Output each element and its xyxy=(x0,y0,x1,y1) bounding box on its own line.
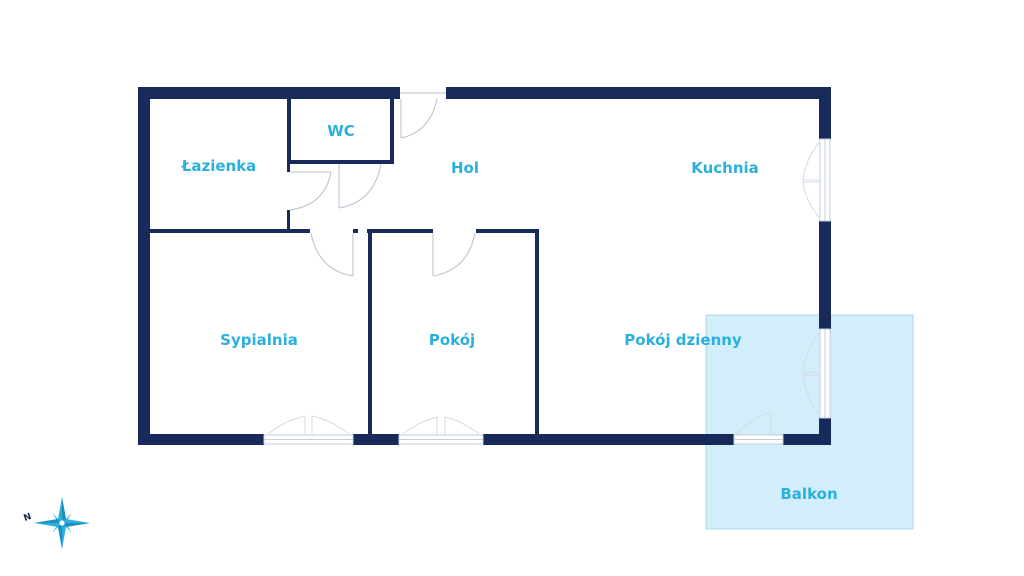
room-label-sypialnia: Sypialnia xyxy=(220,331,298,349)
room-label-lazienka: Łazienka xyxy=(181,157,257,175)
room-label-pokoj: Pokój xyxy=(428,331,476,349)
interior-walls xyxy=(150,99,539,435)
doors xyxy=(289,92,476,277)
room-label-hol: Hol xyxy=(450,159,480,177)
room-label-balkon: Balkon xyxy=(780,485,838,503)
windows xyxy=(263,138,831,445)
room-label-wc: WC xyxy=(327,122,355,140)
outer-walls xyxy=(138,87,831,445)
window-swings xyxy=(267,142,820,435)
balcony-area xyxy=(705,314,914,530)
compass-rose-icon xyxy=(34,497,90,549)
room-label-kuchnia: Kuchnia xyxy=(691,159,759,177)
room-label-pokoj-dzienny: Pokój dzienny xyxy=(624,331,742,349)
